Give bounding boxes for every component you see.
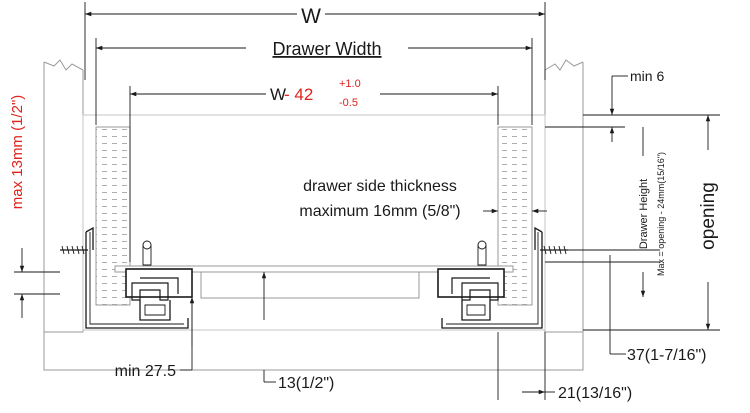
side-thickness-line1: drawer side thickness — [303, 178, 457, 195]
dim-drawer-width — [95, 38, 533, 125]
min6-label: min 6 — [630, 68, 664, 84]
formula-minus-42: - 42 — [284, 85, 313, 104]
cabinet-outline — [43, 59, 584, 371]
dim-opening — [583, 114, 720, 331]
tolerance-minus: -0.5 — [339, 97, 358, 109]
left-slide-rail — [60, 226, 193, 329]
dim-max13 — [14, 248, 60, 318]
opening-label: opening — [698, 182, 719, 250]
dim-min6 — [545, 75, 628, 142]
drawer-width-label: Drawer Width — [272, 39, 381, 59]
min275-label: min 27.5 — [115, 363, 176, 380]
d21-label: 21(13/16") — [558, 385, 632, 402]
dim-21 — [497, 332, 555, 400]
side-thickness-line2: maximum 16mm (5/8") — [299, 203, 460, 220]
drawer-body — [95, 126, 533, 306]
dim-w-total — [84, 2, 546, 80]
w-total-label: W — [301, 5, 321, 28]
drawer-height-label: Drawer Height — [638, 179, 650, 249]
dim-37 — [609, 255, 626, 355]
max-height-formula: Max = opening - 24mm(15/16") — [656, 152, 666, 276]
formula-w: W — [270, 85, 286, 104]
tolerance-plus: +1.0 — [339, 78, 361, 90]
dim-13 — [261, 272, 276, 383]
dim-min275 — [180, 297, 195, 371]
dim-formula — [129, 86, 499, 262]
max13-label: max 13mm (1/2") — [9, 95, 26, 210]
dim-drawer-height — [545, 127, 660, 297]
d37-label: 37(1-7/16") — [627, 347, 707, 364]
d13-label: 13(1/2") — [278, 375, 334, 392]
